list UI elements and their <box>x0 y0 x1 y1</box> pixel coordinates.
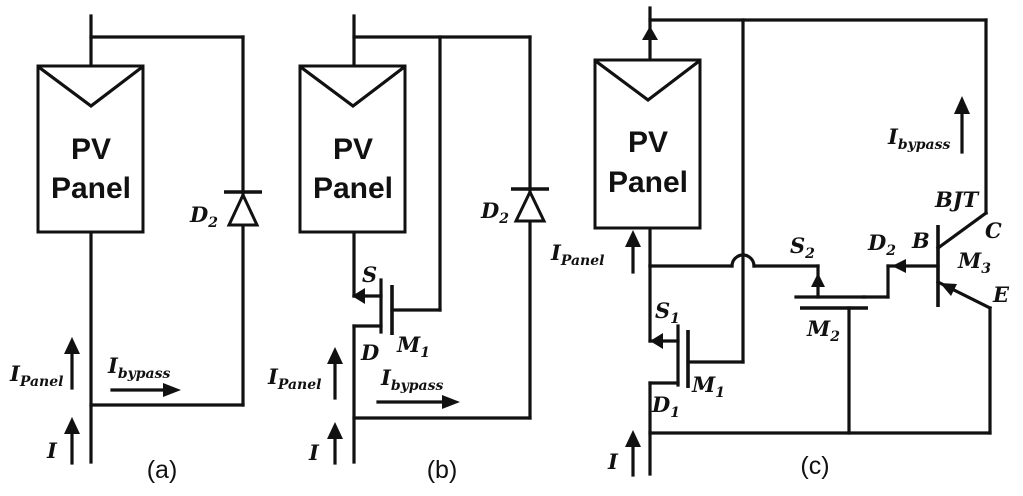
m1-label-c: M1 <box>691 372 725 401</box>
d2-label-b: D2 <box>480 198 509 227</box>
d1-label-c: D1 <box>651 392 680 421</box>
panel-label-c: Panel <box>608 166 688 199</box>
panel-label-b: Panel <box>313 172 393 205</box>
diode-d2-a <box>224 190 262 227</box>
i-panel-arrow-c <box>625 230 641 274</box>
i-bypass-arrow-a <box>110 383 181 397</box>
i-bypass-arrow-b <box>376 395 460 409</box>
i-label-a: I <box>46 438 58 463</box>
i-panel-label-b: IPanel <box>267 364 321 393</box>
i-bypass-label-c: Ibypass <box>887 124 950 153</box>
i-arrow-b <box>327 422 343 465</box>
m1-label-b: M1 <box>396 332 430 361</box>
d2-label-c: D2 <box>867 230 896 259</box>
i-panel-label-c: IPanel <box>550 240 604 269</box>
m3-label-c: M3 <box>957 248 991 277</box>
circuit-a: PV Panel D2 IPanel I Ibypass (a) <box>9 14 262 484</box>
s-label-b: S <box>362 262 377 287</box>
pv-panel-c: PV Panel <box>593 58 702 230</box>
i-label-c: I <box>607 449 619 474</box>
caption-b: (b) <box>427 456 458 484</box>
i-bypass-arrow-c <box>954 96 970 154</box>
e-label-c: E <box>992 282 1010 307</box>
panel-label-a: Panel <box>51 172 131 205</box>
circuit-c: PV Panel IPanel I Ibypass S1 D1 M1 S2 M2… <box>550 6 1010 480</box>
i-label-b: I <box>308 440 320 465</box>
diode-d2-b <box>511 187 549 223</box>
caption-a: (a) <box>147 456 178 484</box>
i-panel-label-a: IPanel <box>9 361 63 390</box>
i-arrow-c <box>625 430 641 477</box>
pv-label-a: PV <box>71 133 111 166</box>
pv-panel-b: PV Panel <box>298 64 407 234</box>
pv-panel-a: PV Panel <box>36 64 145 234</box>
i-bypass-label-b: Ibypass <box>380 365 443 394</box>
pv-label-c: PV <box>628 126 668 159</box>
bjt-label-c: BJT <box>934 187 980 212</box>
s1-label-c: S1 <box>655 298 680 327</box>
i-panel-arrow-b <box>327 347 343 400</box>
i-arrow-a <box>64 417 80 465</box>
d2-label-a: D2 <box>189 202 218 231</box>
b-label-c: B <box>911 228 930 253</box>
i-panel-arrow-a <box>64 337 80 390</box>
i-bypass-label-a: Ibypass <box>107 353 170 382</box>
m2-label-c: M2 <box>806 316 840 345</box>
d-label-b: D <box>360 340 380 365</box>
pv-label-b: PV <box>333 133 373 166</box>
s2-label-c: S2 <box>790 233 815 262</box>
c-label-c: C <box>985 218 1002 243</box>
caption-c: (c) <box>800 452 829 480</box>
circuit-b: PV Panel D2 S D M1 IPanel I Ibypass (b) <box>267 14 549 484</box>
